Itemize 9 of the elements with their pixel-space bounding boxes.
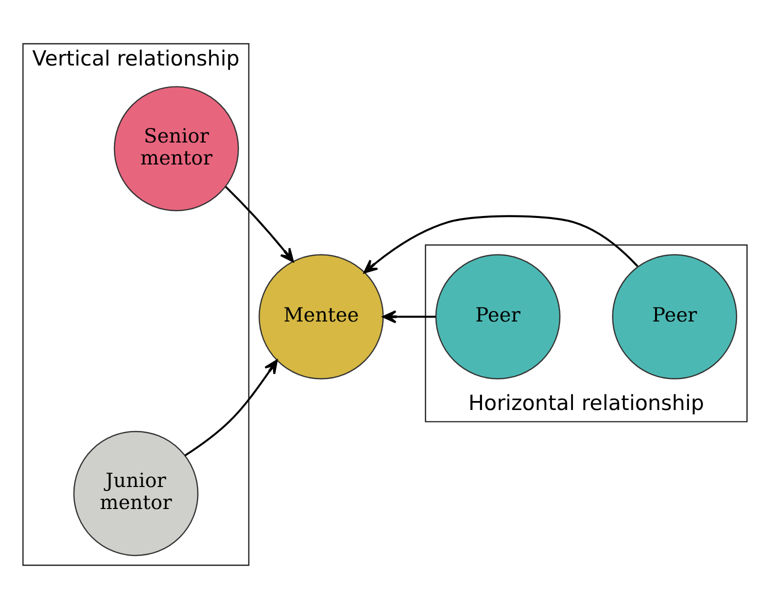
node-circle: Junior mentor — [73, 430, 198, 556]
arrow — [382, 310, 436, 323]
arrow — [184, 359, 278, 456]
arrow — [364, 214, 638, 273]
arrow — [224, 185, 294, 262]
node-circle: Senior mentor — [114, 86, 239, 211]
node-circle: Peer — [612, 254, 738, 379]
node-circle: Peer — [435, 254, 560, 379]
node-circle: Mentee — [258, 254, 384, 379]
